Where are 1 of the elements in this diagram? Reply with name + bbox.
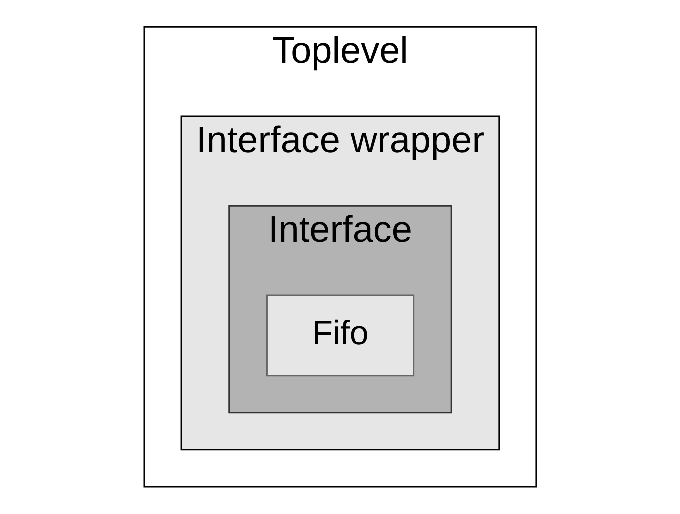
node-box: Fifo — [266, 294, 414, 377]
